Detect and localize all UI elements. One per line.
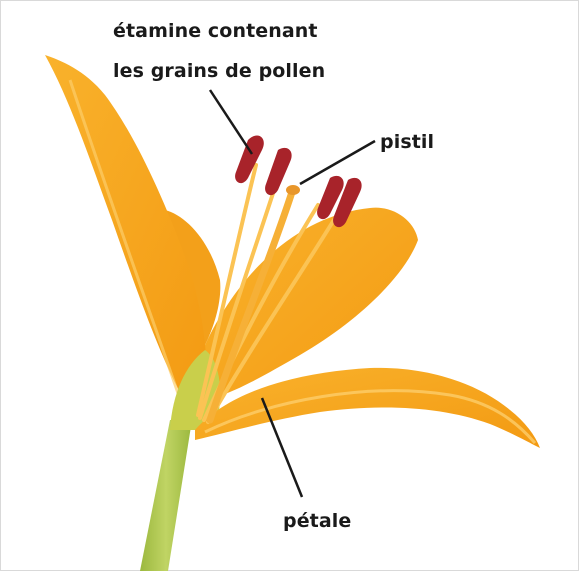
stamen-label-line1: étamine contenant — [113, 20, 318, 42]
pistil-stigma — [286, 185, 300, 195]
petal-label: pétale — [283, 510, 351, 532]
pistil-label: pistil — [380, 131, 434, 153]
stamen-label-line2: les grains de pollen — [113, 60, 325, 82]
stem — [140, 420, 192, 571]
